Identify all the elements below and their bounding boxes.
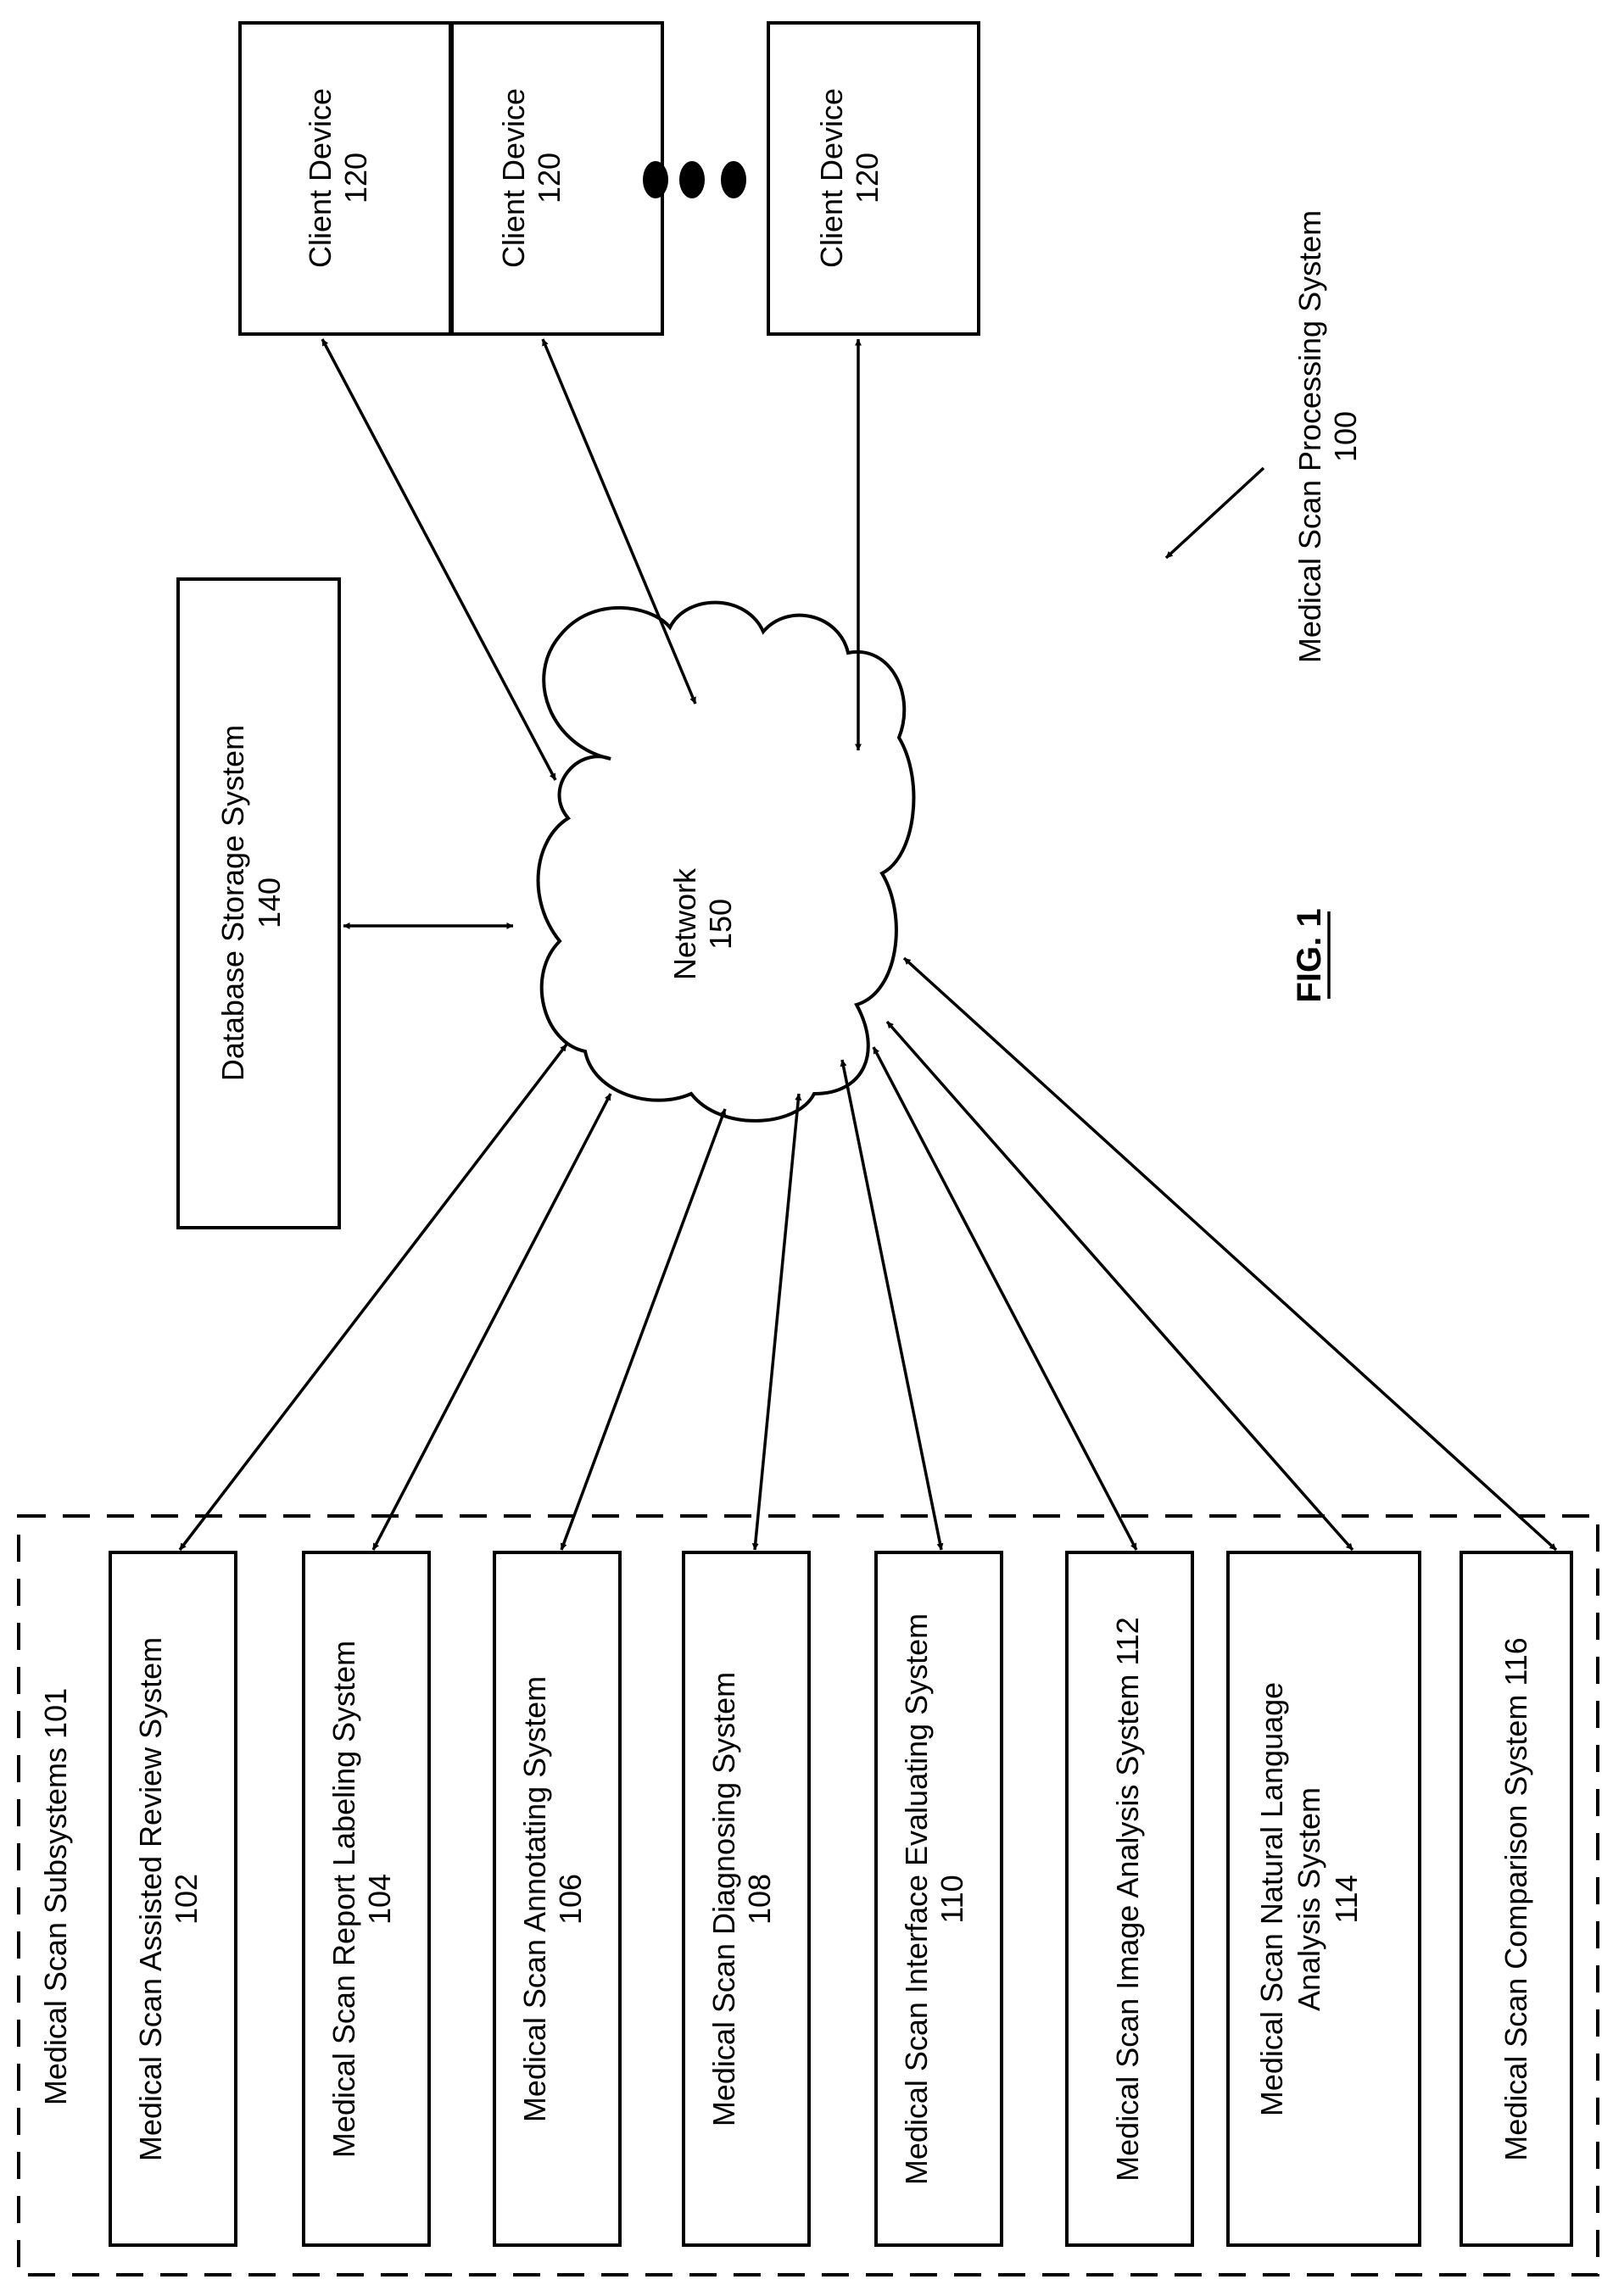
subsystem-106: Medical Scan Annotating System 106 — [494, 1552, 620, 2245]
subsystem-116-title: Medical Scan Comparison System 116 — [1499, 1637, 1533, 2161]
client-device-1-name: Client Device — [303, 88, 338, 268]
database-name: Database Storage System — [215, 725, 250, 1081]
subsystem-110-title: Medical Scan Interface Evaluating System — [899, 1613, 934, 2185]
subsystem-104-title: Medical Scan Report Labeling System — [327, 1641, 361, 2158]
client-device-3-name: Client Device — [814, 88, 849, 268]
subsystems-group-title: Medical Scan Subsystems 101 — [38, 1688, 73, 2105]
subsystem-114-number: 114 — [1329, 1875, 1364, 1923]
figure-label: FIG. 1 — [1291, 908, 1329, 1002]
subsystem-106-number: 106 — [553, 1874, 588, 1925]
network-name: Network — [667, 867, 702, 980]
arrow-subsystem-112-network — [873, 1047, 1136, 1550]
database-storage-system: Database Storage System 140 — [178, 579, 339, 1228]
subsystem-110: Medical Scan Interface Evaluating System… — [876, 1552, 1002, 2245]
system-name: Medical Scan Processing System — [1292, 210, 1327, 663]
network-number: 150 — [703, 899, 738, 950]
database-number: 140 — [252, 878, 287, 928]
arrow-subsystem-106-network — [561, 1109, 725, 1550]
arrow-subsystem-104-network — [373, 1094, 611, 1550]
client-device-1-number: 120 — [338, 153, 373, 203]
arrow-client-1-network — [322, 339, 555, 780]
subsystem-104: Medical Scan Report Labeling System 104 — [304, 1552, 429, 2245]
ellipsis-dots — [643, 161, 746, 198]
arrow-subsystem-108-network — [755, 1094, 799, 1550]
client-device-2: Client Device 120 — [452, 23, 662, 334]
client-device-3-number: 120 — [850, 153, 885, 203]
subsystem-102: Medical Scan Assisted Review System 102 — [110, 1552, 236, 2245]
client-device-1: Client Device 120 — [240, 23, 450, 334]
subsystem-112: Medical Scan Image Analysis System 112 — [1067, 1552, 1192, 2245]
client-device-3: Client Device 120 — [768, 23, 979, 334]
arrow-subsystem-116-network — [904, 958, 1556, 1550]
subsystem-108-title: Medical Scan Diagnosing System — [706, 1672, 741, 2126]
subsystem-110-number: 110 — [935, 1875, 969, 1923]
subsystem-114: Medical Scan Natural Language Analysis S… — [1228, 1552, 1420, 2245]
subsystem-116: Medical Scan Comparison System 116 — [1461, 1552, 1571, 2245]
arrow-subsystem-114-network — [887, 1022, 1353, 1550]
system-number: 100 — [1328, 411, 1363, 462]
arrow-subsystem-110-network — [842, 1060, 941, 1550]
figure-label-text: FIG. 1 — [1291, 908, 1328, 1002]
subsystem-112-title: Medical Scan Image Analysis System 112 — [1110, 1617, 1145, 2182]
client-device-2-name: Client Device — [496, 88, 531, 268]
system-pointer-arrow — [1166, 468, 1264, 558]
client-device-2-number: 120 — [532, 153, 567, 203]
subsystem-114-title: Medical Scan Natural Language — [1254, 1682, 1289, 2116]
subsystem-102-title: Medical Scan Assisted Review System — [133, 1637, 168, 2161]
subsystem-108: Medical Scan Diagnosing System 108 — [684, 1552, 809, 2245]
subsystem-102-number: 102 — [169, 1874, 204, 1925]
subsystem-106-title: Medical Scan Annotating System — [517, 1676, 552, 2122]
subsystem-108-number: 108 — [742, 1874, 777, 1925]
subsystem-104-number: 104 — [362, 1874, 397, 1925]
subsystem-114-subtitle: Analysis System — [1292, 1787, 1326, 2011]
